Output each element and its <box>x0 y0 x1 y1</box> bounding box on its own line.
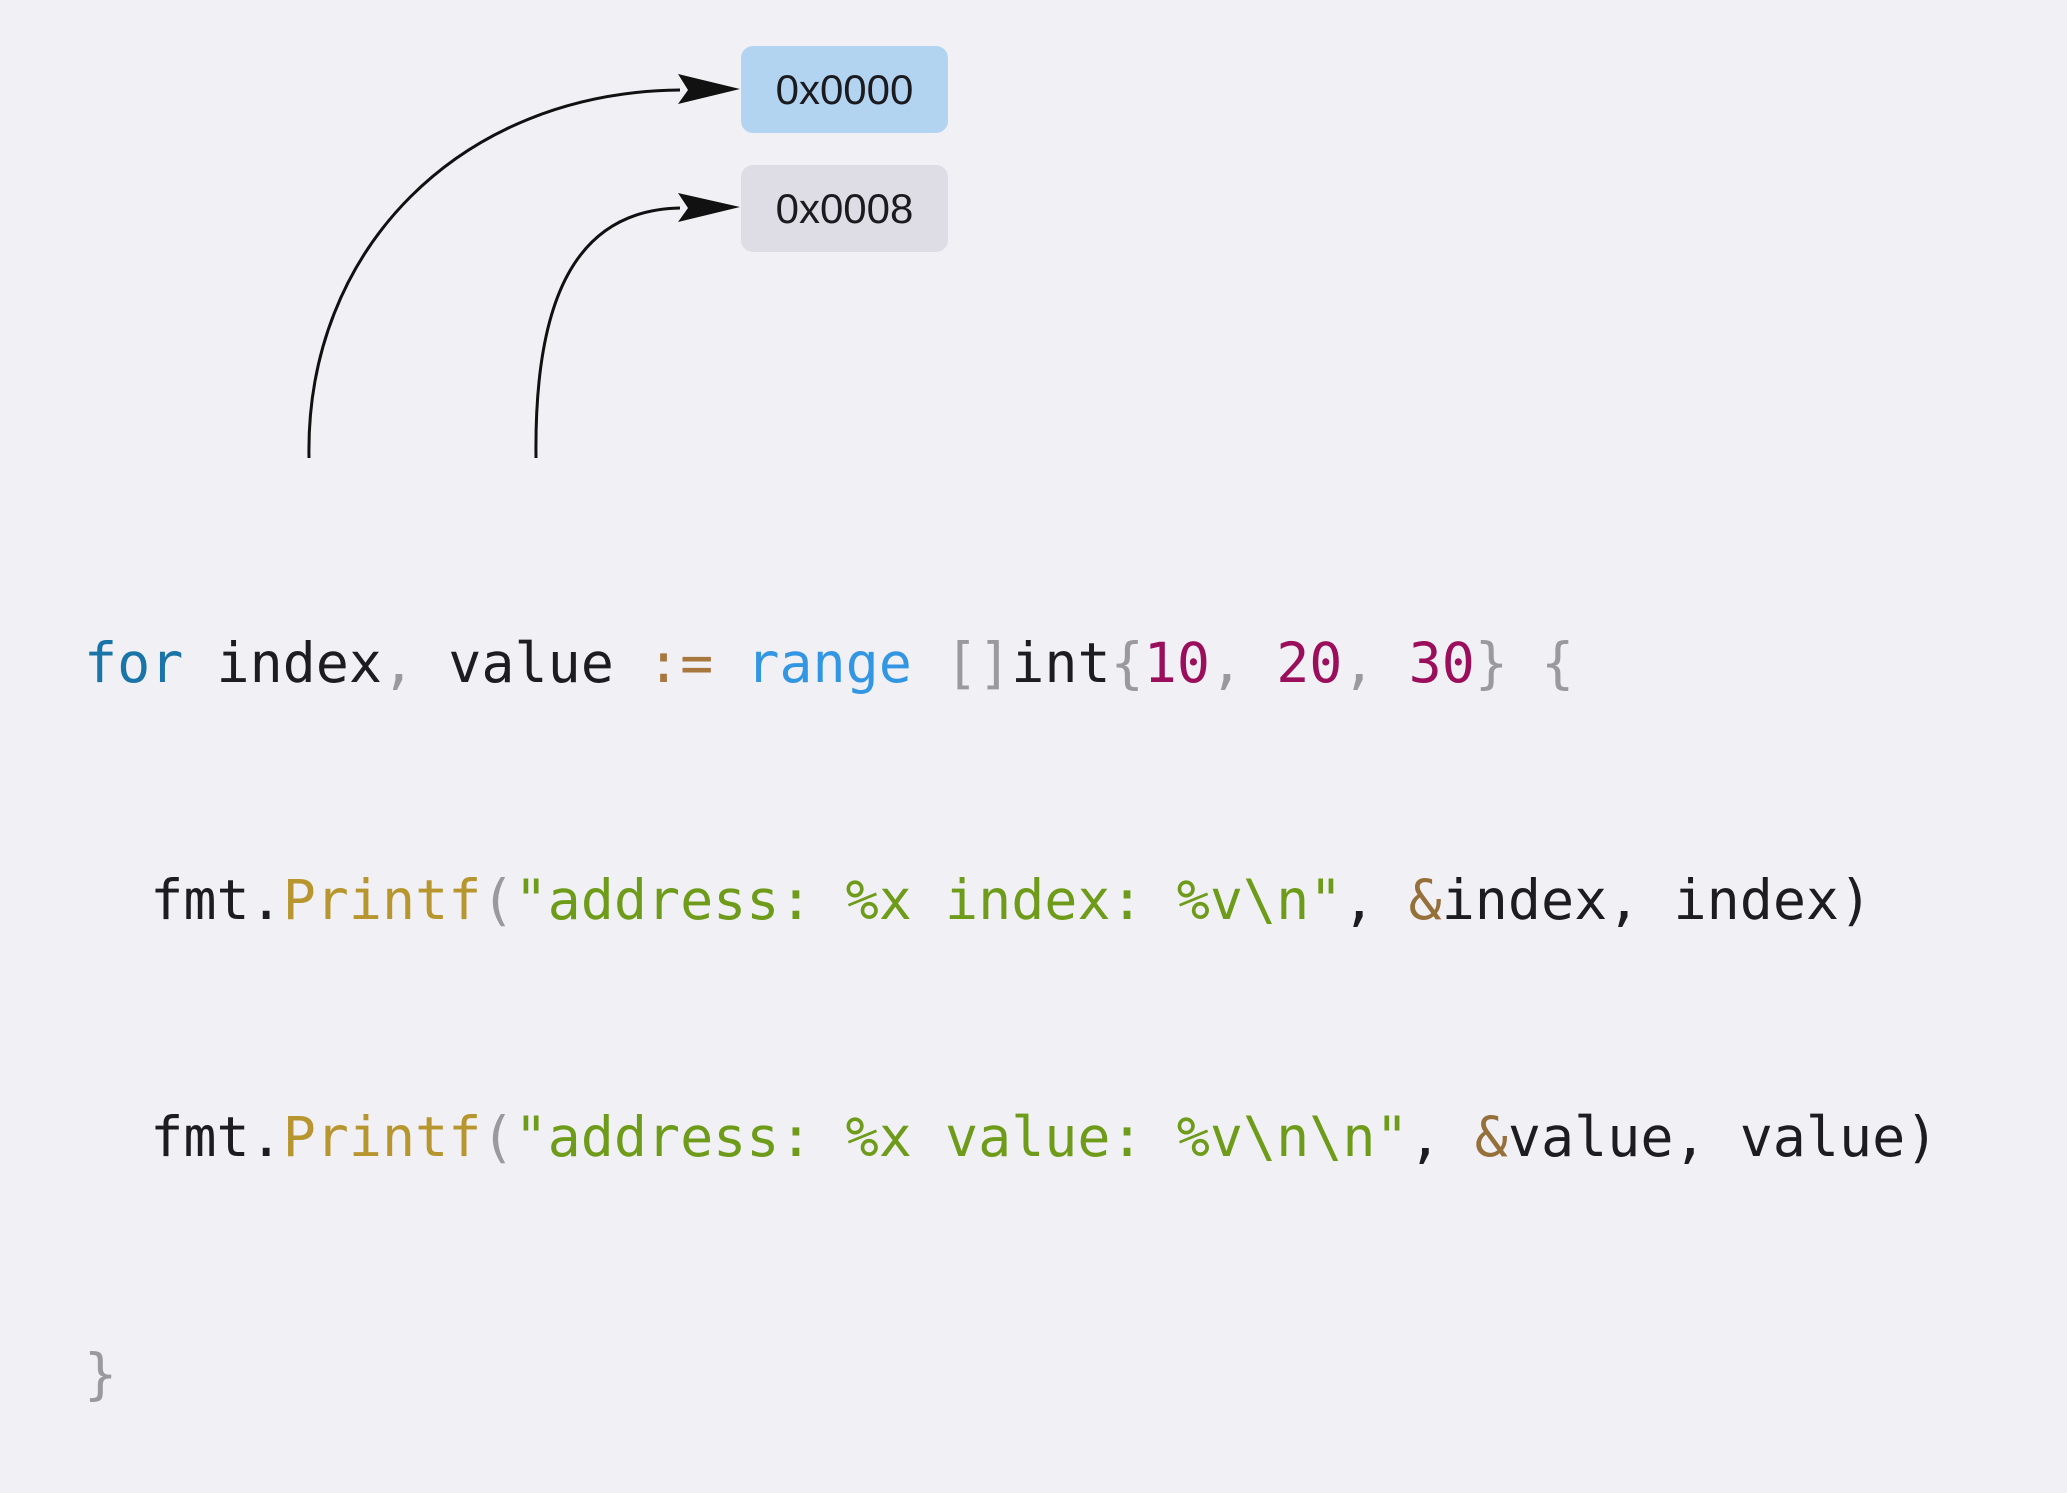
code-token: { <box>1110 631 1144 695</box>
code-token: & <box>1408 868 1442 932</box>
index-pointer-arrow <box>307 88 681 459</box>
code-line-1: for index, value := range []int{10, 20, … <box>84 624 1938 703</box>
code-token: [] <box>945 631 1012 695</box>
code-line-3: fmt.Printf("address: %x value: %v\n\n", … <box>84 1098 1938 1177</box>
code-token: := <box>646 631 714 695</box>
code-token: for <box>84 631 184 695</box>
code-token: Printf <box>282 868 482 932</box>
code-token: fmt. <box>84 1105 283 1169</box>
code-token: 30 <box>1408 631 1475 695</box>
code-line-4: } <box>84 1335 1938 1414</box>
code-token: , <box>1408 1105 1475 1169</box>
value-pointer-arrow <box>534 206 681 459</box>
code-line-2: fmt.Printf("address: %x index: %v\n", &i… <box>84 861 1938 940</box>
code-token: 20 <box>1276 631 1343 695</box>
code-token: fmt. <box>84 868 283 932</box>
code-token: , <box>1342 868 1409 932</box>
code-token: ( <box>481 1105 515 1169</box>
memory-address-box-value: 0x0008 <box>741 165 948 252</box>
index-arrowhead <box>678 74 740 104</box>
code-token: int <box>1011 631 1111 695</box>
code-token: value <box>415 631 647 695</box>
code-token: & <box>1474 1105 1508 1169</box>
code-token: { <box>1508 631 1575 695</box>
code-token: index, index) <box>1441 868 1873 932</box>
code-token: ( <box>481 868 515 932</box>
code-block: for index, value := range []int{10, 20, … <box>84 466 1938 1493</box>
code-token: } <box>84 1342 118 1406</box>
code-token: Printf <box>282 1105 482 1169</box>
code-token: , <box>1342 631 1409 695</box>
code-token <box>713 631 746 695</box>
code-token: index <box>183 631 383 695</box>
code-token: 10 <box>1143 631 1210 695</box>
code-token: range <box>746 631 912 695</box>
code-token: "address: %x value: %v\n\n" <box>514 1105 1409 1169</box>
value-arrowhead <box>678 193 740 222</box>
code-token <box>912 631 945 695</box>
code-token: "address: %x index: %v\n" <box>514 868 1343 932</box>
code-token: , <box>382 631 416 695</box>
pointer-arrows <box>307 74 740 459</box>
code-token: } <box>1474 631 1509 695</box>
memory-address-box-index: 0x0000 <box>741 46 948 133</box>
code-token: , <box>1209 631 1277 695</box>
code-token: value, value) <box>1507 1105 1939 1169</box>
